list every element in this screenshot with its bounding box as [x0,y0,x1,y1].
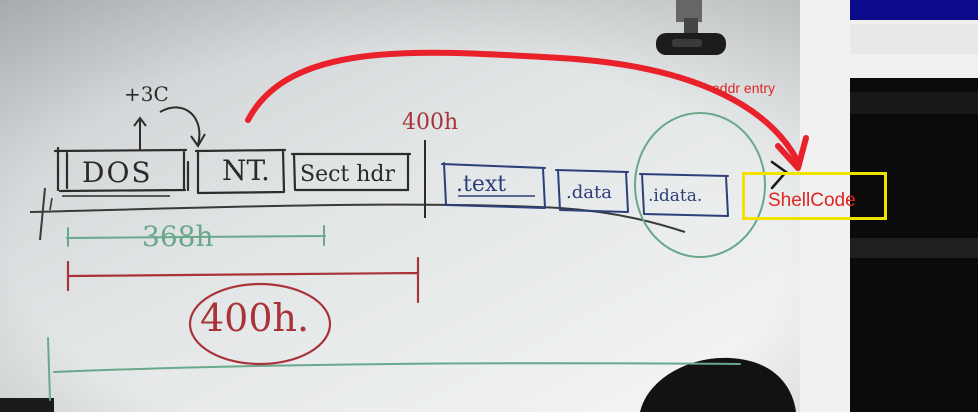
label-data-section: .data [566,182,612,203]
label-sect-hdr: Sect hdr [300,162,396,187]
label-idata-section: .idata. [648,186,703,206]
shellcode-annotation: ShellCode [768,190,856,211]
label-400h-top: 400h [402,110,459,135]
label-nt: NT. [222,154,270,187]
label-368h: 368h [142,220,214,253]
background-screen [800,0,978,412]
camera-device [656,0,726,55]
label-text-section: .text [456,172,507,197]
label-plus3c: +3C [124,82,169,106]
person-head [640,357,796,412]
label-dos: DOS [82,156,153,189]
shellcode-highlight-box [742,172,887,220]
addr-entry-annotation: addr entry [712,80,776,96]
label-400h-circled: 400h. [200,296,310,340]
